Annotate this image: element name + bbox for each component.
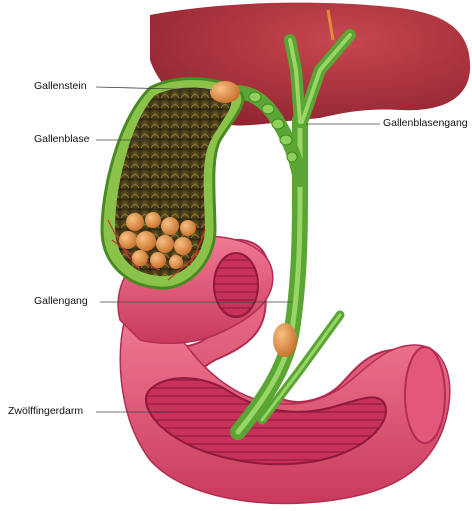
gallstone-duct — [273, 323, 297, 357]
label-gallengang: Gallengang — [34, 295, 88, 307]
duodenum-lumen-upper — [214, 253, 258, 317]
duodenum-end — [405, 347, 445, 443]
label-gallenblasengang: Gallenblasengang — [383, 117, 468, 129]
label-gallenblase: Gallenblase — [34, 133, 89, 145]
label-zwoelffingerdarm: Zwölffingerdarm — [8, 405, 83, 417]
gallstone-neck — [210, 81, 240, 103]
label-gallenstein: Gallenstein — [34, 80, 87, 92]
